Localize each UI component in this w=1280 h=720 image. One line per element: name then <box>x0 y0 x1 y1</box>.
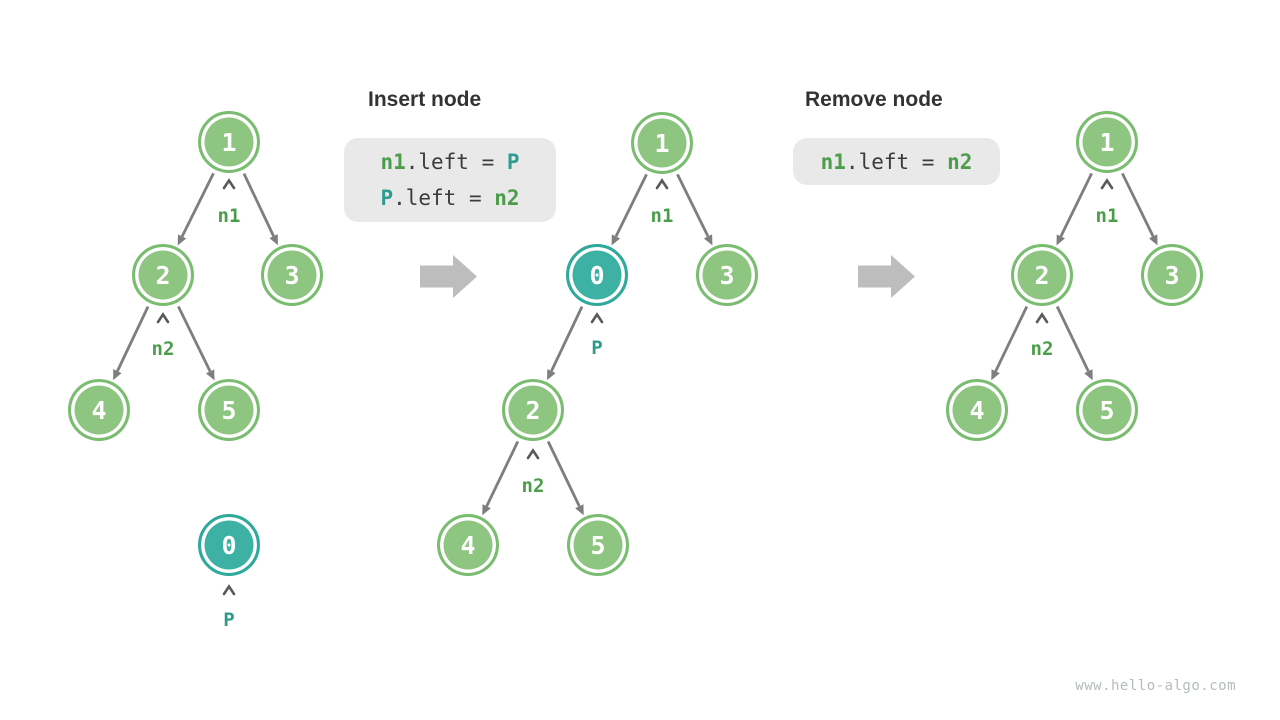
tree-node-3: 3 <box>261 244 323 306</box>
tree-node-1: 1 <box>198 111 260 173</box>
tree-node-0: 0 <box>198 514 260 576</box>
tree-node-4: 4 <box>437 514 499 576</box>
tree-edge <box>242 173 275 237</box>
edge-arrowhead-icon <box>1056 234 1066 246</box>
pointer-label-P: P <box>591 337 603 359</box>
tree-node-2: 2 <box>132 244 194 306</box>
transform-arrow-icon <box>420 255 477 298</box>
code-token: n2 <box>494 186 520 210</box>
pointer-label-n1: n1 <box>1095 205 1119 227</box>
tree-edge <box>614 173 648 238</box>
pointer-label-n1: n1 <box>217 205 241 227</box>
tree-edge <box>1059 172 1093 237</box>
tree-node-2: 2 <box>502 379 564 441</box>
tree-edge <box>676 173 710 238</box>
tree-edge <box>994 305 1029 372</box>
edge-arrowhead-icon <box>269 234 278 246</box>
pointer-label-n2: n2 <box>521 475 545 497</box>
remove-section-title: Remove node <box>805 88 943 111</box>
edge-arrowhead-icon <box>575 504 584 516</box>
tree-node-5: 5 <box>1076 379 1138 441</box>
pointer-caret-icon <box>156 312 170 324</box>
pointer-caret-icon <box>222 584 236 596</box>
tree-edge <box>485 440 520 507</box>
tree-node-3: 3 <box>1141 244 1203 306</box>
tree-node-4: 4 <box>946 379 1008 441</box>
code-line: n1.left = n2 <box>793 144 1000 180</box>
remove-code-block: n1.left = n2 <box>793 138 1000 185</box>
code-token: n1 <box>380 150 406 174</box>
code-token: P <box>380 186 394 210</box>
tree-edge <box>550 306 584 372</box>
code-token: n2 <box>947 149 973 174</box>
code-token: .left = <box>845 149 948 174</box>
pointer-caret-icon <box>655 178 669 190</box>
edge-arrowhead-icon <box>113 369 122 381</box>
tree-edge <box>1121 172 1155 237</box>
tree-node-4: 4 <box>68 379 130 441</box>
tree-node-3: 3 <box>696 244 758 306</box>
pointer-label-P: P <box>223 609 235 631</box>
tree-edge <box>546 440 581 507</box>
tree-edge <box>1055 305 1090 372</box>
edge-arrowhead-icon <box>177 234 187 246</box>
pointer-caret-icon <box>1100 178 1114 190</box>
code-line: P.left = n2 <box>344 180 556 216</box>
edge-arrowhead-icon <box>205 369 215 381</box>
edge-arrowhead-icon <box>547 369 556 381</box>
tree-edge <box>177 305 212 372</box>
edge-arrowhead-icon <box>611 234 621 246</box>
watermark: www.hello-algo.com <box>1075 678 1236 694</box>
tree-node-0: 0 <box>566 244 628 306</box>
tree-node-2: 2 <box>1011 244 1073 306</box>
pointer-label-n1: n1 <box>650 205 674 227</box>
edge-arrowhead-icon <box>1148 234 1158 246</box>
code-line: n1.left = P <box>344 144 556 180</box>
pointer-label-n2: n2 <box>1030 338 1054 360</box>
tree-edge <box>180 172 215 238</box>
code-token: P <box>506 150 520 174</box>
pointer-caret-icon <box>526 448 540 460</box>
edge-arrowhead-icon <box>991 369 1000 381</box>
tree-node-1: 1 <box>1076 111 1138 173</box>
code-token: n1 <box>820 149 846 174</box>
pointer-caret-icon <box>590 312 604 324</box>
edge-arrowhead-icon <box>703 234 713 246</box>
transform-arrow-icon <box>858 255 915 298</box>
insert-section-title: Insert node <box>368 88 482 111</box>
tree-node-1: 1 <box>631 112 693 174</box>
pointer-caret-icon <box>222 178 236 190</box>
tree-node-5: 5 <box>567 514 629 576</box>
edge-arrowhead-icon <box>482 504 491 516</box>
pointer-label-n2: n2 <box>151 338 175 360</box>
tree-node-5: 5 <box>198 379 260 441</box>
code-token: .left = <box>393 186 495 210</box>
pointer-caret-icon <box>1035 312 1049 324</box>
code-token: .left = <box>405 150 507 174</box>
tree-edge <box>116 306 150 372</box>
edge-arrowhead-icon <box>1084 369 1093 381</box>
